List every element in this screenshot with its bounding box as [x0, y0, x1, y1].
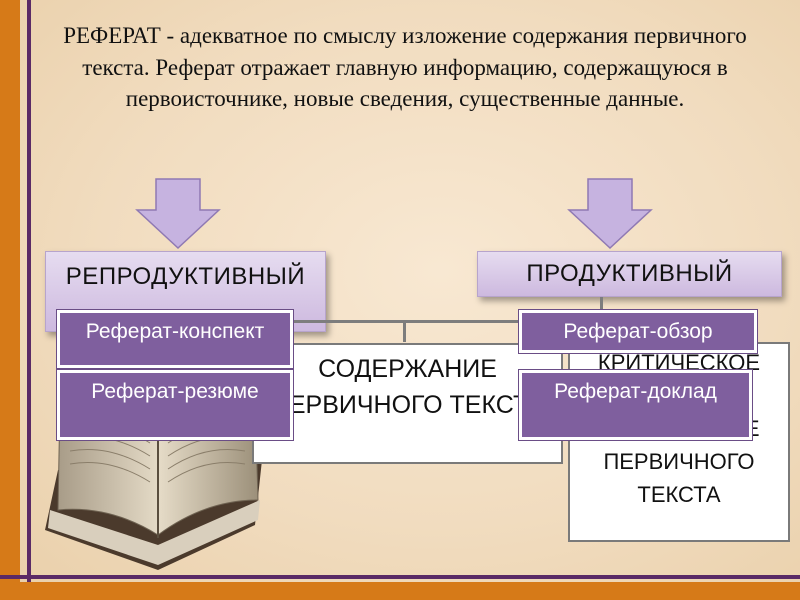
summary-type-label: Реферат-обзор: [563, 320, 713, 343]
summary-type-box: Реферат-резюме: [56, 369, 294, 441]
connector-line: [600, 297, 603, 317]
arrow-down-right-icon: [567, 178, 653, 250]
bottom-orange-bar: [0, 582, 800, 600]
left-purple-line: [27, 0, 31, 600]
connector-line: [403, 320, 406, 342]
summary-type-box: Реферат-конспект: [56, 309, 294, 369]
bottom-purple-line: [0, 575, 800, 579]
summary-type-label: Реферат-доклад: [554, 380, 717, 403]
reproductive-content-text: СОДЕРЖАНИЕ ПЕРВИЧНОГО ТЕКСТА: [270, 355, 545, 419]
reproductive-label: РЕПРОДУКТИВНЫЙ: [65, 263, 306, 290]
productive-category-box: ПРОДУКТИВНЫЙ: [477, 251, 782, 297]
summary-type-box: Реферат-доклад: [518, 369, 753, 441]
arrow-down-left-icon: [135, 178, 221, 250]
left-orange-bar: [0, 0, 20, 600]
summary-type-box: Реферат-обзор: [518, 309, 758, 354]
definition-text: РЕФЕРАТ - адекватное по смыслу изложение…: [63, 23, 747, 111]
summary-type-label: Реферат-конспект: [85, 320, 265, 343]
summary-type-label: Реферат-резюме: [91, 380, 259, 403]
productive-label: ПРОДУКТИВНЫЙ: [526, 260, 733, 287]
reproductive-content-box: СОДЕРЖАНИЕ ПЕРВИЧНОГО ТЕКСТА: [252, 343, 563, 464]
